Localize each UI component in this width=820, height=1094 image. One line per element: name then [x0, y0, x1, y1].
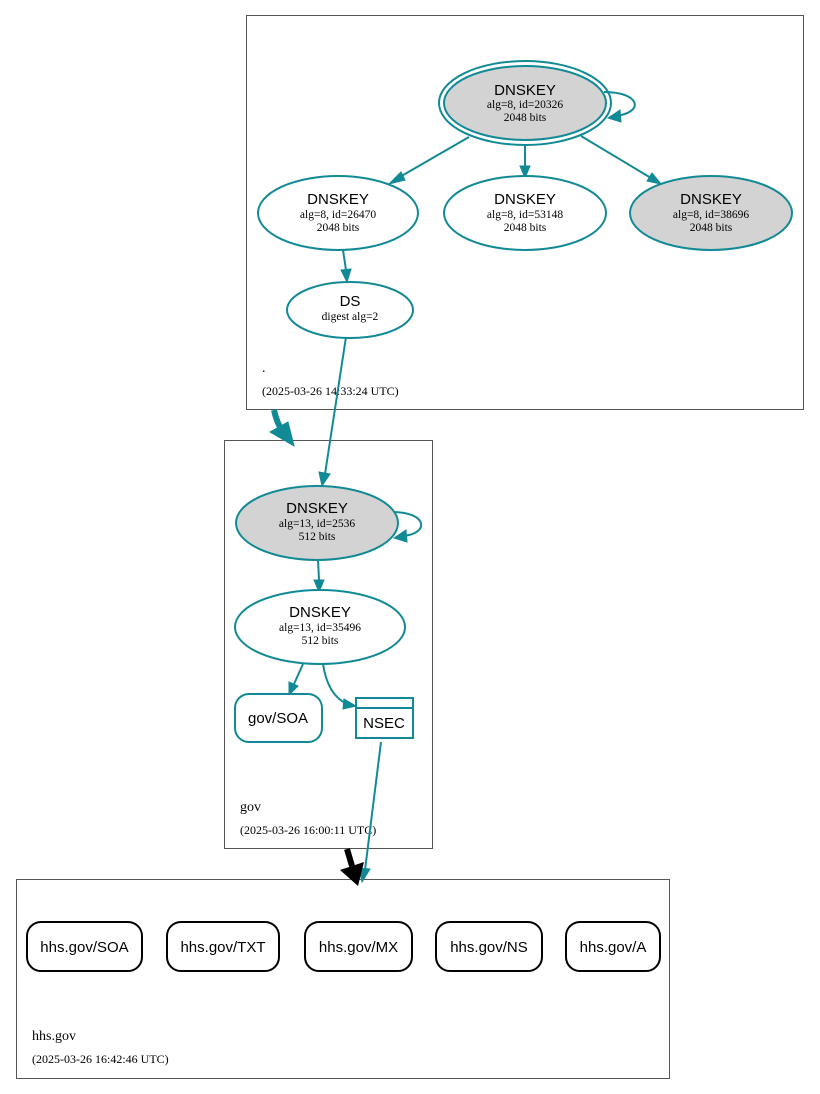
edge-gov-ksk-zsk: [317, 559, 320, 581]
hhs-record-a-label: hhs.gov/A: [580, 939, 647, 956]
edge-zsk1-ds: [342, 249, 347, 271]
zone-root-box: [246, 15, 804, 410]
arrowhead: [606, 109, 622, 123]
gov-zsk-title: DNSKEY: [289, 604, 351, 621]
hhs-record-mx: hhs.gov/MX: [304, 921, 413, 972]
edge-gov-ksk-self: [391, 511, 422, 537]
arrowhead: [519, 165, 531, 180]
edge-gov-zsk-nsec: [322, 663, 348, 705]
root-zsk2-line2: 2048 bits: [504, 222, 547, 234]
zone-hhs-box: [16, 879, 670, 1079]
arrowhead: [387, 171, 406, 185]
root-zsk1-node: DNSKEY alg=8, id=26470 2048 bits: [257, 175, 419, 251]
zone-gov-name: gov: [240, 800, 261, 815]
gov-ksk-title: DNSKEY: [286, 500, 348, 517]
edges: [268, 91, 663, 886]
root-zsk1-title: DNSKEY: [307, 191, 369, 208]
root-ds-title: DS: [340, 293, 361, 310]
gov-zsk-line1: alg=13, id=35496: [279, 622, 361, 634]
edge-ksk-zsk1: [397, 136, 470, 179]
root-ksk-title: DNSKEY: [494, 82, 556, 99]
root-zsk1-line2: 2048 bits: [317, 222, 360, 234]
hhs-record-soa-label: hhs.gov/SOA: [40, 939, 128, 956]
root-zsk1-line1: alg=8, id=26470: [300, 209, 376, 221]
edge-root-ksk-self: [603, 91, 636, 117]
edge-ksk-zsk3: [580, 135, 652, 179]
arrowhead: [268, 421, 295, 448]
hhs-record-soa: hhs.gov/SOA: [26, 921, 143, 972]
zone-hhs-name: hhs.gov: [32, 1029, 76, 1044]
hhs-record-ns: hhs.gov/NS: [435, 921, 543, 972]
arrowhead: [318, 471, 331, 488]
arrowhead: [340, 268, 352, 284]
arrowhead: [646, 172, 663, 185]
gov-soa-node: gov/SOA: [234, 693, 323, 743]
root-zsk3-line2: 2048 bits: [690, 222, 733, 234]
root-ksk-line2: 2048 bits: [504, 112, 547, 124]
root-ksk-line1: alg=8, id=20326: [487, 99, 563, 111]
edge-gov-zsk-soa: [293, 663, 304, 685]
hhs-record-ns-label: hhs.gov/NS: [450, 939, 528, 956]
edge-nsec-hhs: [364, 741, 382, 871]
edge-ds-gov-ksk: [324, 336, 347, 475]
root-ds-node: DS digest alg=2: [286, 281, 414, 339]
gov-soa-label: gov/SOA: [248, 710, 308, 727]
zone-hhs-timestamp: (2025-03-26 16:42:46 UTC): [32, 1052, 169, 1066]
zone-gov-box: [224, 440, 433, 849]
gov-zsk-node: DNSKEY alg=13, id=35496 512 bits: [234, 589, 406, 665]
hhs-record-txt: hhs.gov/TXT: [166, 921, 280, 972]
gov-nsec-node: NSEC: [355, 697, 414, 739]
root-zsk3-title: DNSKEY: [680, 191, 742, 208]
gov-ksk-line2: 512 bits: [299, 531, 336, 543]
hhs-record-txt-label: hhs.gov/TXT: [180, 939, 265, 956]
zone-root-name: .: [262, 361, 266, 376]
zone-gov-timestamp: (2025-03-26 16:00:11 UTC): [240, 823, 376, 837]
root-zsk2-line1: alg=8, id=53148: [487, 209, 563, 221]
gov-nsec-label: NSEC: [363, 715, 405, 732]
gov-zsk-line2: 512 bits: [302, 635, 339, 647]
arrowhead: [313, 579, 325, 594]
gov-ksk-node: DNSKEY alg=13, id=2536 512 bits: [235, 485, 399, 561]
arrowhead: [342, 698, 358, 710]
root-ds-line1: digest alg=2: [322, 311, 379, 323]
arrowhead: [288, 681, 299, 697]
hhs-record-mx-label: hhs.gov/MX: [319, 939, 398, 956]
gov-ksk-line1: alg=13, id=2536: [279, 518, 355, 530]
hhs-record-a: hhs.gov/A: [565, 921, 661, 972]
edge-delegation-gov-hhs: [344, 848, 355, 867]
arrowhead: [340, 862, 364, 886]
root-zsk3-node: DNSKEY alg=8, id=38696 2048 bits: [629, 175, 793, 251]
arrowhead: [392, 529, 408, 543]
root-zsk3-line1: alg=8, id=38696: [673, 209, 749, 221]
root-zsk2-title: DNSKEY: [494, 191, 556, 208]
root-ksk-node: DNSKEY alg=8, id=20326 2048 bits: [438, 60, 612, 146]
root-zsk2-node: DNSKEY alg=8, id=53148 2048 bits: [443, 175, 607, 251]
zone-root-timestamp: (2025-03-26 14:33:24 UTC): [262, 384, 399, 398]
